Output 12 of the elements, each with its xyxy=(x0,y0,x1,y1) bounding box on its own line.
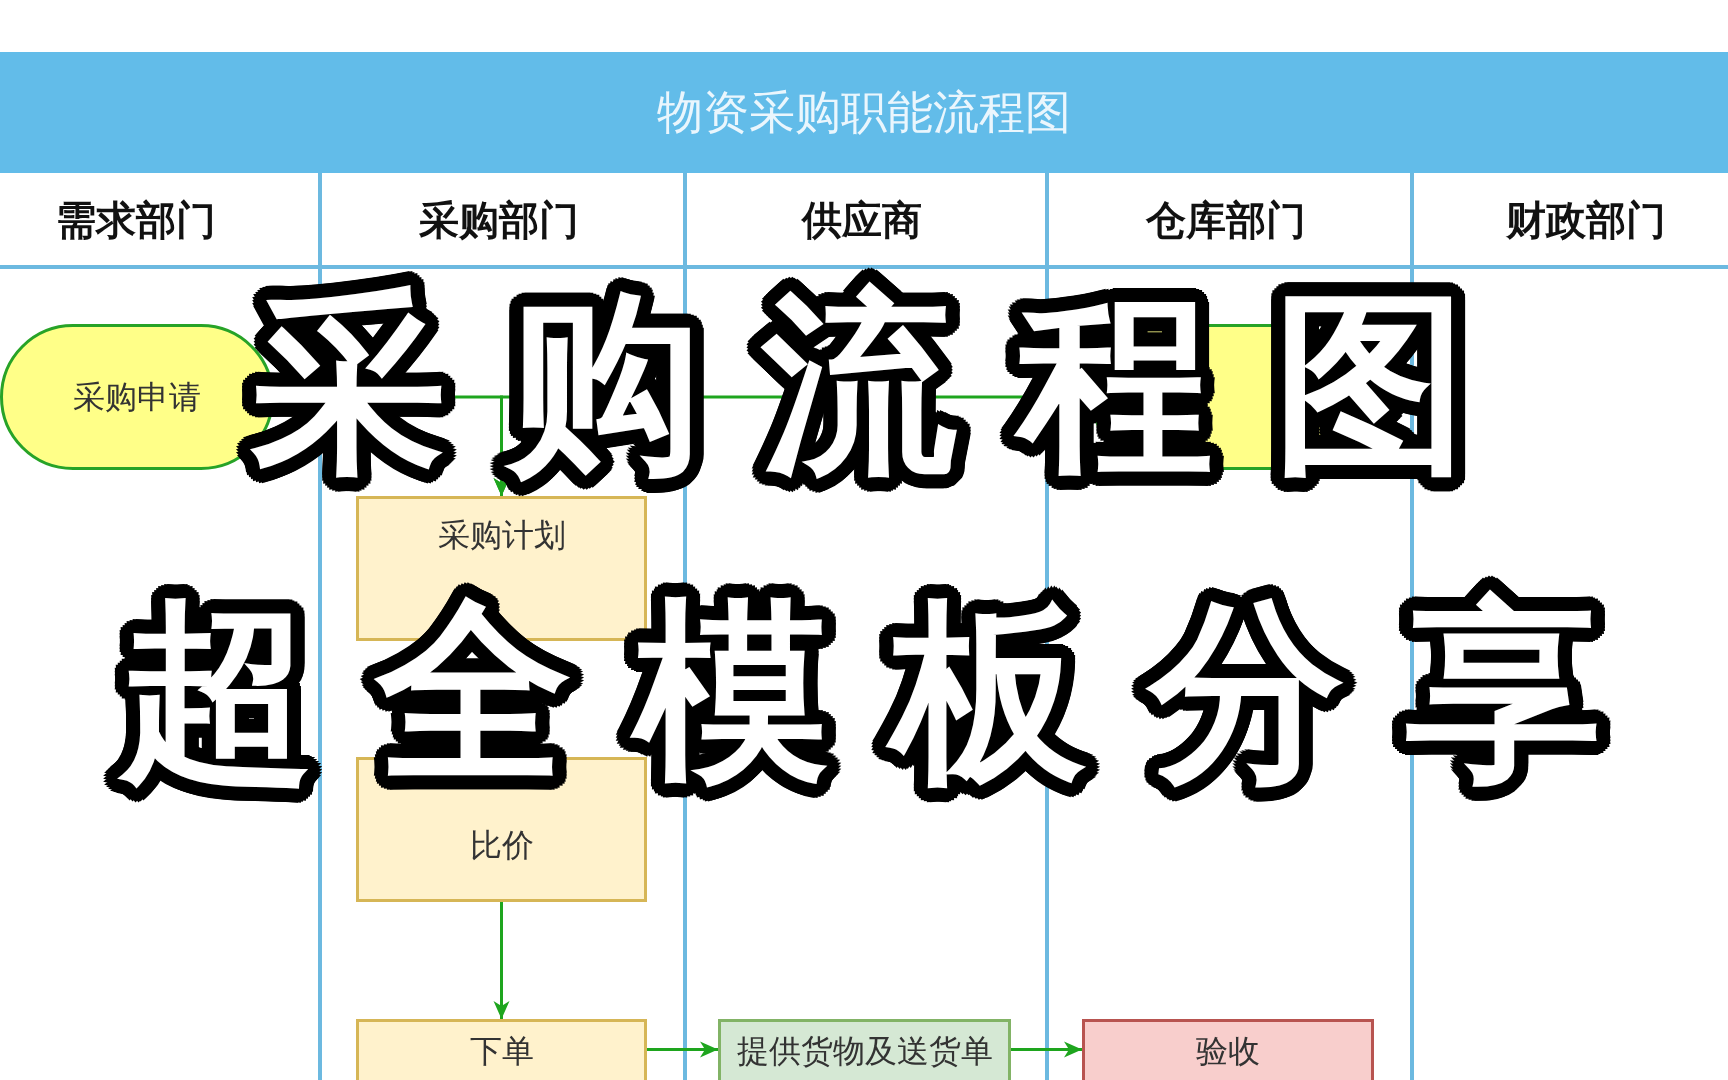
lane-header: 采购部门 xyxy=(419,197,579,243)
process-box: 提供货物及送货单 xyxy=(718,1019,1011,1080)
lane-header: 供应商 xyxy=(802,197,922,243)
lane-header: 需求部门 xyxy=(56,197,216,243)
process-box: 下单 xyxy=(356,1019,647,1080)
process-box: 验收 xyxy=(1082,1019,1374,1080)
lane-header: 财政部门 xyxy=(1506,197,1666,243)
diagram-title: 物资采购职能流程图 xyxy=(657,86,1071,139)
arrow xyxy=(1011,1041,1082,1058)
arrow xyxy=(493,902,510,1019)
arrow xyxy=(647,1041,718,1058)
lane-header: 仓库部门 xyxy=(1146,197,1306,243)
